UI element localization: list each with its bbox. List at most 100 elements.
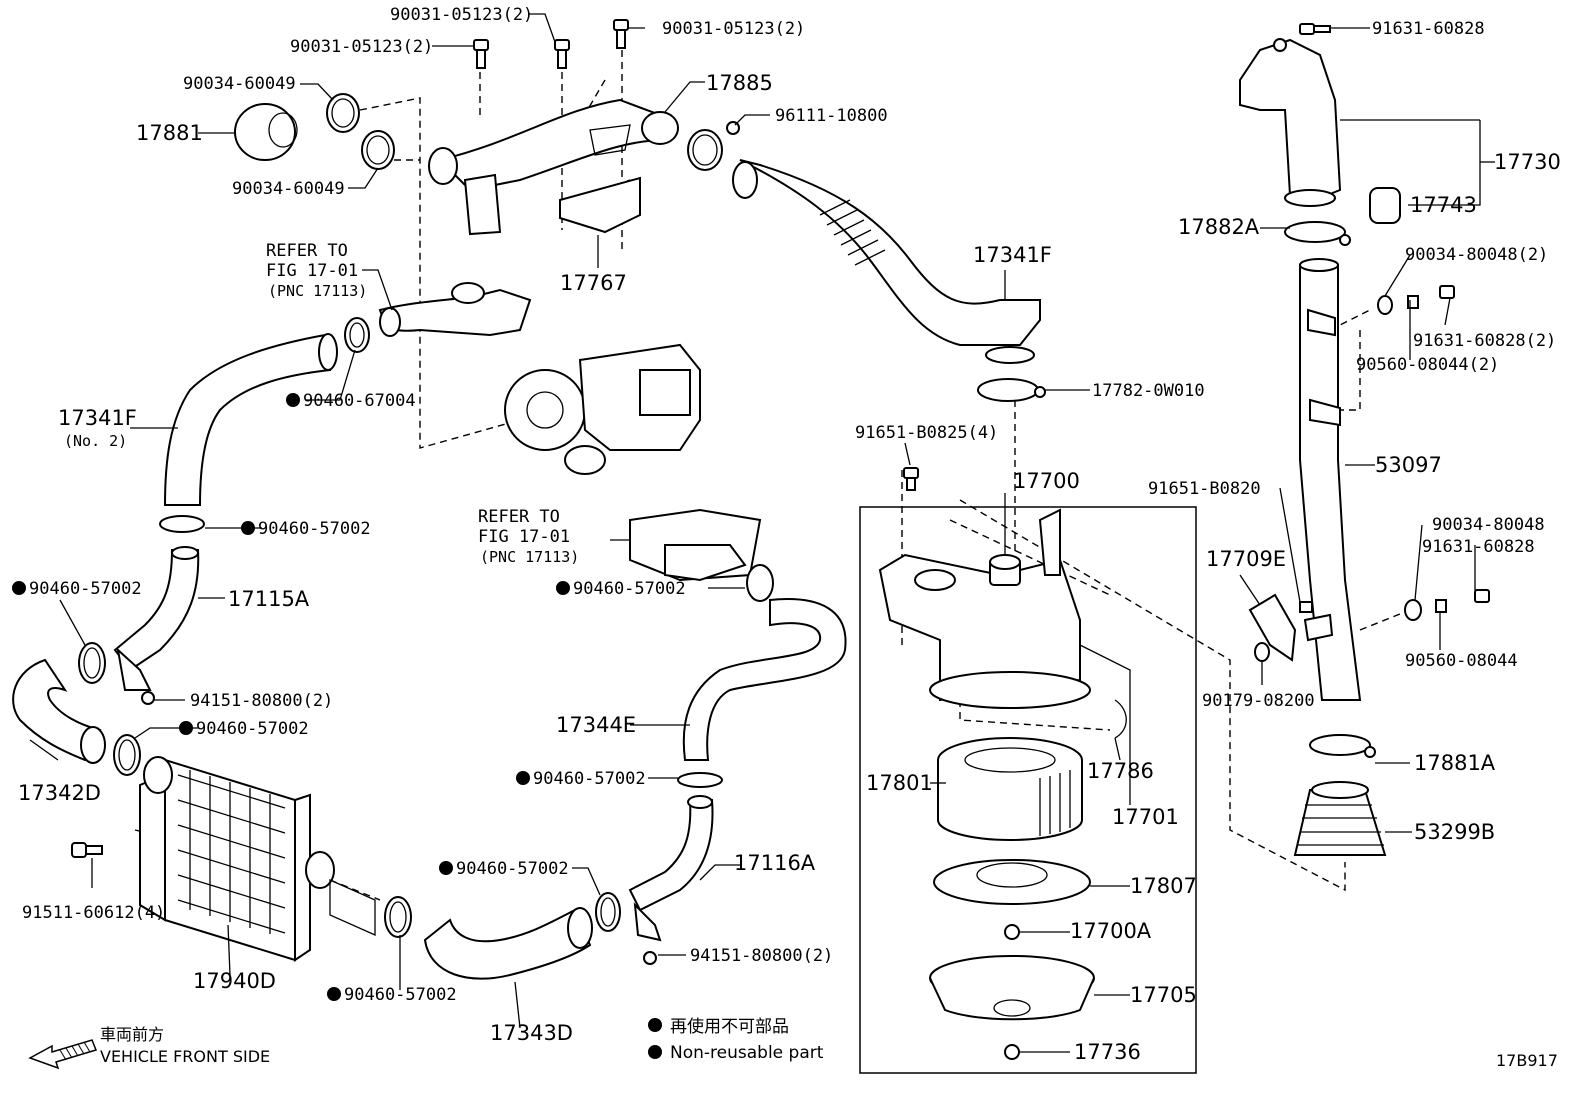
label-17116a: 17116A xyxy=(734,851,816,875)
label-17807: 17807 xyxy=(1130,874,1197,898)
label-90460-57002-c: 90460-57002 xyxy=(196,719,309,739)
label-53097: 53097 xyxy=(1375,453,1442,477)
clamp-icon xyxy=(384,896,412,938)
clamp-icon xyxy=(977,378,1046,402)
label-17342d: 17342D xyxy=(18,781,101,805)
label-90460-57002-f: 90460-57002 xyxy=(456,859,569,879)
label-17801: 17801 xyxy=(866,771,933,795)
bolt-icon xyxy=(903,467,919,491)
nut-icon xyxy=(141,691,155,705)
label-17736: 17736 xyxy=(1074,1040,1141,1064)
clamp-icon xyxy=(159,515,205,533)
label-90034-80048: 90034-80048 xyxy=(1432,515,1545,535)
label-90560-08044: 90560-08044 xyxy=(1405,651,1518,671)
intake-pipe-icon xyxy=(629,508,762,582)
label-94151-80800-b: 94151-80800(2) xyxy=(690,946,833,966)
label-91511-60612: 91511-60612(4) xyxy=(22,903,165,923)
clamp-icon xyxy=(1284,221,1351,246)
bolt-icon xyxy=(613,19,629,49)
label-17767: 17767 xyxy=(560,271,627,295)
bolt-icon xyxy=(1299,23,1331,35)
hose-17342d-icon xyxy=(12,658,106,764)
label-91651-b0825: 91651-B0825(4) xyxy=(855,423,998,443)
label-17700: 17700 xyxy=(1013,469,1080,493)
label-17701: 17701 xyxy=(1112,805,1179,829)
label-91651-b0820: 91651-B0820 xyxy=(1148,479,1261,499)
bracket-17709e-icon xyxy=(1248,593,1313,662)
label-90179-08200: 90179-08200 xyxy=(1202,691,1315,711)
refer2-line1: REFER TO xyxy=(478,507,560,527)
non-reusable-markers xyxy=(12,393,662,1059)
label-90034-60049-a: 90034-60049 xyxy=(183,74,296,94)
turbocharger-icon xyxy=(378,282,701,475)
gasket-icon xyxy=(329,878,376,937)
label-17882a: 17882A xyxy=(1178,215,1260,239)
bolt-icon xyxy=(473,39,489,69)
label-17115a: 17115A xyxy=(228,587,310,611)
case-17705-icon xyxy=(929,955,1095,1021)
label-90560-08044-2: 90560-08044(2) xyxy=(1356,355,1499,375)
clamp-icon xyxy=(746,564,774,602)
label-17786: 17786 xyxy=(1087,759,1154,783)
small-bolt-icon xyxy=(726,121,740,135)
wing-nut-icon xyxy=(1004,1044,1020,1060)
pipe-17116a-icon xyxy=(628,795,714,942)
label-17344e: 17344E xyxy=(556,713,636,737)
label-17709e: 17709E xyxy=(1206,547,1286,571)
label-90031-05123-a: 90031-05123(2) xyxy=(390,5,533,25)
filter-element-17801-icon xyxy=(937,737,1083,841)
pipe-17115a-icon xyxy=(113,546,200,691)
label-53299b: 53299B xyxy=(1414,820,1495,844)
leader-lines xyxy=(29,13,1495,1053)
label-91631-60828-b: 91631-60828 xyxy=(1422,537,1535,557)
clamp-icon xyxy=(595,892,621,932)
label-17705: 17705 xyxy=(1130,983,1197,1007)
label-91631-60828-2: 91631-60828(2) xyxy=(1413,331,1556,351)
front-label-jp: 車両前方 xyxy=(100,1025,164,1044)
clamp-icon xyxy=(344,317,370,353)
grommet-icon xyxy=(1404,589,1490,621)
label-90460-57002-e: 90460-57002 xyxy=(533,769,646,789)
refer1-line3: (PNC 17113) xyxy=(268,282,367,300)
pipe-53097-icon xyxy=(1299,258,1362,701)
clamp-icon xyxy=(361,130,395,170)
label-90031-05123-c: 90031-05123(2) xyxy=(662,19,805,39)
label-91631-60828-a: 91631-60828 xyxy=(1372,19,1485,39)
label-17885: 17885 xyxy=(706,71,773,95)
clamp-icon xyxy=(687,129,723,171)
hose-17881-icon xyxy=(234,103,298,161)
clamp-icon xyxy=(78,642,106,684)
front-arrow-icon xyxy=(28,1039,98,1070)
bolt-icon xyxy=(554,39,570,69)
label-17940d: 17940D xyxy=(193,969,276,993)
intercooler-17940d-icon xyxy=(139,756,335,962)
label-17743: 17743 xyxy=(1410,193,1477,217)
hose-17343d-icon xyxy=(423,907,593,980)
label-96111-10800: 96111-10800 xyxy=(775,106,888,126)
bolt-icon xyxy=(71,842,103,858)
label-17341f: 17341F xyxy=(973,243,1052,267)
hose-17344e-icon xyxy=(682,598,847,761)
air-cleaner-frame xyxy=(859,506,1197,1074)
label-17343d: 17343D xyxy=(490,1021,573,1045)
nut-icon xyxy=(643,951,657,965)
label-17700a: 17700A xyxy=(1070,919,1152,943)
label-90460-67004: 90460-67004 xyxy=(303,391,416,411)
label-94151-80800-a: 94151-80800(2) xyxy=(190,691,333,711)
intake-elbow-17730-icon xyxy=(1239,38,1342,207)
label-17782-0w010: 17782-0W010 xyxy=(1092,381,1205,401)
label-17881a: 17881A xyxy=(1414,751,1496,775)
grommet-icon xyxy=(1377,285,1455,315)
legend-non-reusable-en: Non-reusable part xyxy=(670,1043,824,1063)
label-90460-57002-b: 90460-57002 xyxy=(29,579,142,599)
refer1-line2: FIG 17-01 xyxy=(266,261,358,281)
air-cleaner-cap-17701-icon xyxy=(878,508,1091,709)
label-90460-57002-a: 90460-57002 xyxy=(258,519,371,539)
pipe-17885-icon xyxy=(428,98,679,236)
clamp-icon xyxy=(326,93,360,133)
label-90460-57002-g: 90460-57002 xyxy=(344,985,457,1005)
diagram-code: 17B917 xyxy=(1496,1051,1558,1070)
clip-icon xyxy=(1114,699,1127,739)
